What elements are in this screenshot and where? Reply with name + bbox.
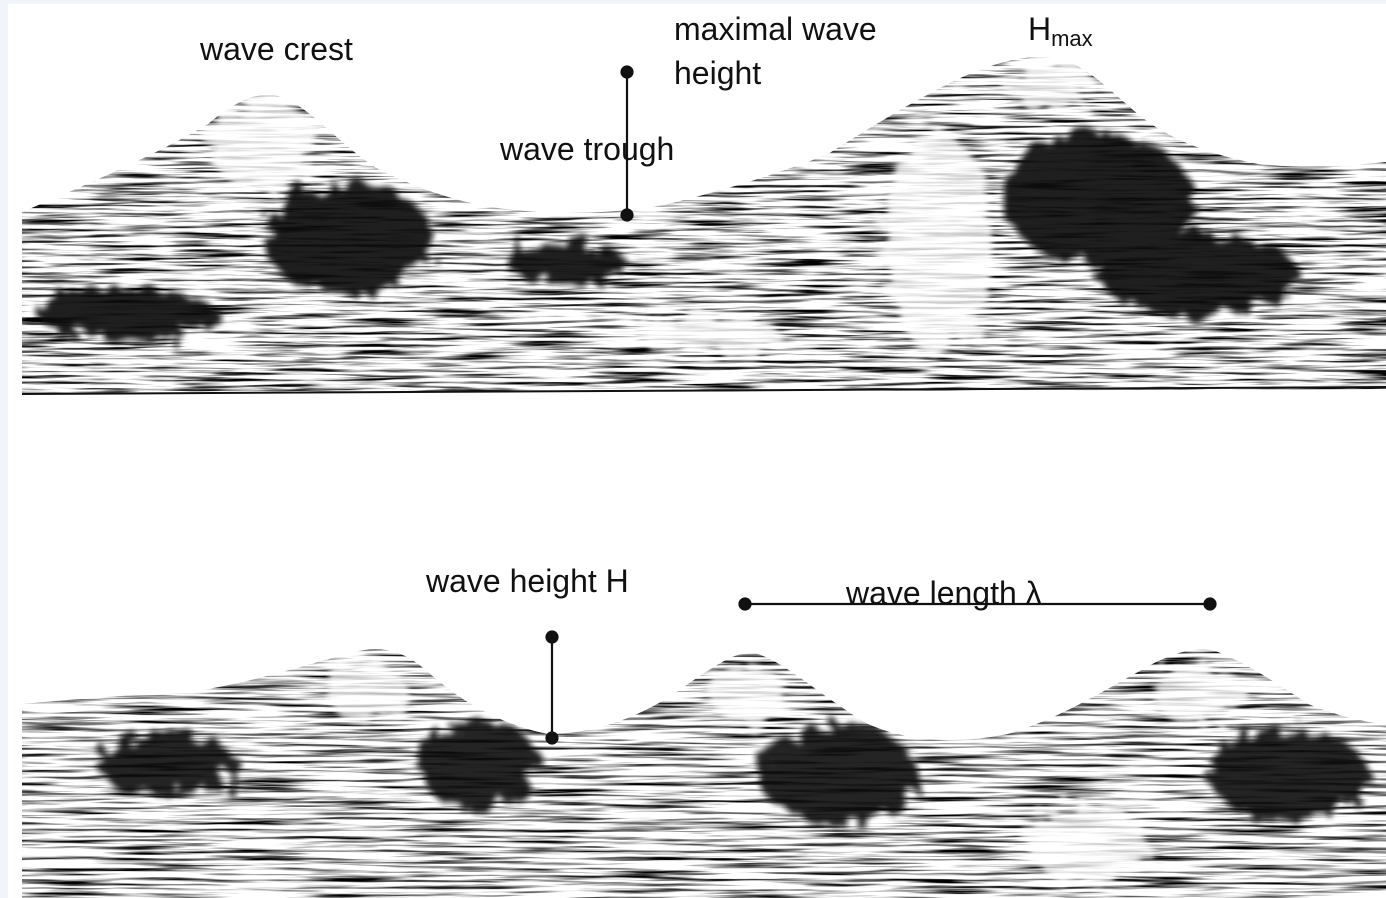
maximal-wave-height-label: maximal wave height [674, 7, 934, 95]
wave-height-top-dot [547, 632, 558, 643]
wave-illustration [8, 4, 1386, 898]
wave-height-label: wave height H [426, 560, 629, 603]
wave-length-label: wave length λ [846, 572, 1042, 615]
max-height-bottom-dot [622, 210, 633, 221]
wave-crest-label: wave crest [200, 28, 353, 71]
wave-length-left-dot [740, 599, 751, 610]
wave-diagram: wave crest maximal wave height Hmax wave… [8, 4, 1386, 898]
hmax-symbol: H [1028, 11, 1051, 47]
wave-height-bottom-dot [547, 733, 558, 744]
wave-trough-label: wave trough [500, 128, 674, 171]
hmax-label: Hmax [1028, 8, 1093, 54]
wave-length-right-dot [1205, 599, 1216, 610]
max-height-top-dot [622, 67, 633, 78]
hmax-subscript: max [1051, 26, 1093, 51]
lower-wave-train [8, 604, 1386, 898]
